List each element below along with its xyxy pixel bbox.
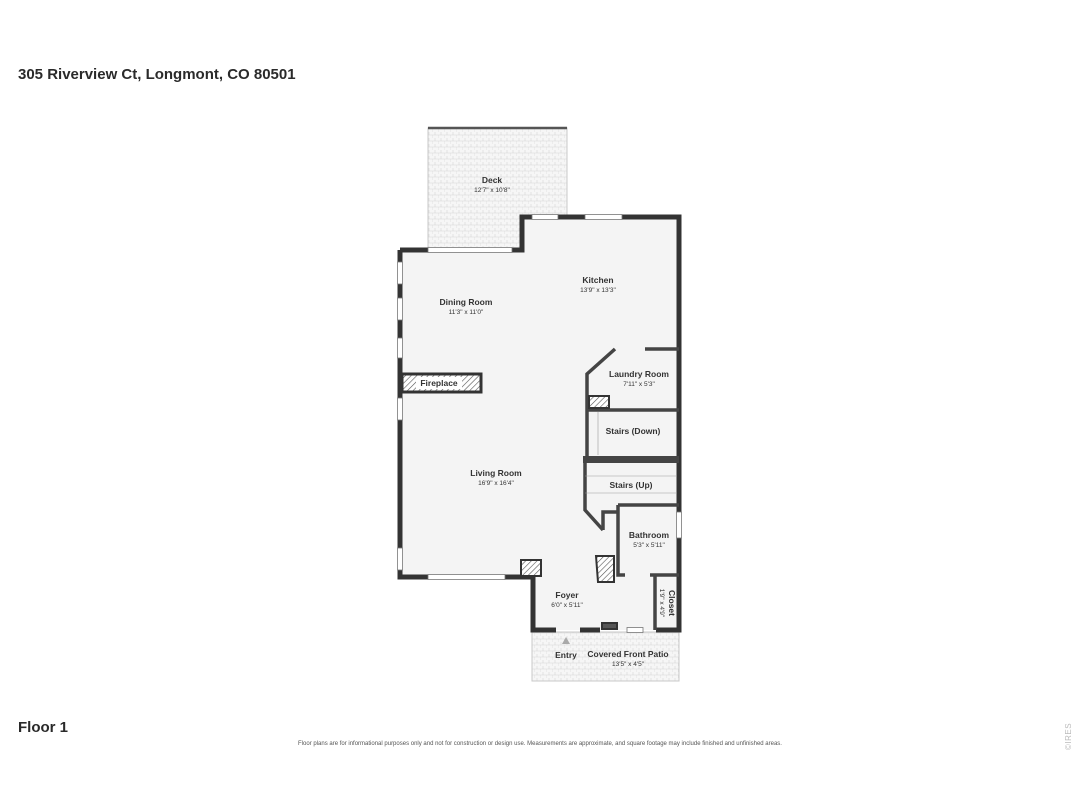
stairs-down-label: Stairs (Down) xyxy=(606,426,661,436)
living-name: Living Room xyxy=(470,468,522,478)
stair-treads xyxy=(585,412,677,494)
foyer-dims: 6'0" x 5'11" xyxy=(551,602,583,609)
property-address: 305 Riverview Ct, Longmont, CO 80501 xyxy=(18,66,296,83)
deck-dims: 12'7" x 10'8" xyxy=(474,187,510,194)
interior-floor xyxy=(400,217,679,630)
patio-dims: 13'5" x 4'5" xyxy=(612,661,645,668)
patio-area xyxy=(531,631,680,682)
dining-dims: 11'3" x 11'0" xyxy=(449,309,484,316)
deck-name: Deck xyxy=(482,175,503,185)
entry-arrow-icon xyxy=(562,637,570,644)
stairs-up-label: Stairs (Up) xyxy=(610,480,653,490)
interior-walls xyxy=(583,347,679,630)
bathroom-name: Bathroom xyxy=(629,530,670,540)
windows xyxy=(397,214,682,633)
watermark-text: ©IRES xyxy=(1064,722,1074,750)
disclaimer: Floor plans are for informational purpos… xyxy=(298,741,782,747)
kitchen-dims: 13'9" x 13'3" xyxy=(580,287,616,294)
patio-name: Covered Front Patio xyxy=(587,649,668,659)
room-labels: Deck 12'7" x 10'8" Kitchen 13'9" x 13'3"… xyxy=(440,175,677,668)
closet-name: Closet xyxy=(667,590,677,616)
bathroom-dims: 5'3" x 5'11" xyxy=(633,542,665,549)
structural-columns xyxy=(520,395,618,630)
foyer-name: Foyer xyxy=(555,590,579,600)
kitchen-name: Kitchen xyxy=(582,275,613,285)
living-dims: 16'9" x 16'4" xyxy=(478,480,514,487)
laundry-dims: 7'11" x 5'3" xyxy=(623,381,655,388)
laundry-name: Laundry Room xyxy=(609,369,669,379)
dining-name: Dining Room xyxy=(440,297,493,307)
watermark-logo: ©IRES xyxy=(1061,718,1077,754)
floor-label: Floor 1 xyxy=(18,719,69,736)
entry-label: Entry xyxy=(555,650,577,660)
closet-dims: 1'9" x 4'9" xyxy=(658,589,665,618)
fireplace-label: Fireplace xyxy=(420,378,458,388)
